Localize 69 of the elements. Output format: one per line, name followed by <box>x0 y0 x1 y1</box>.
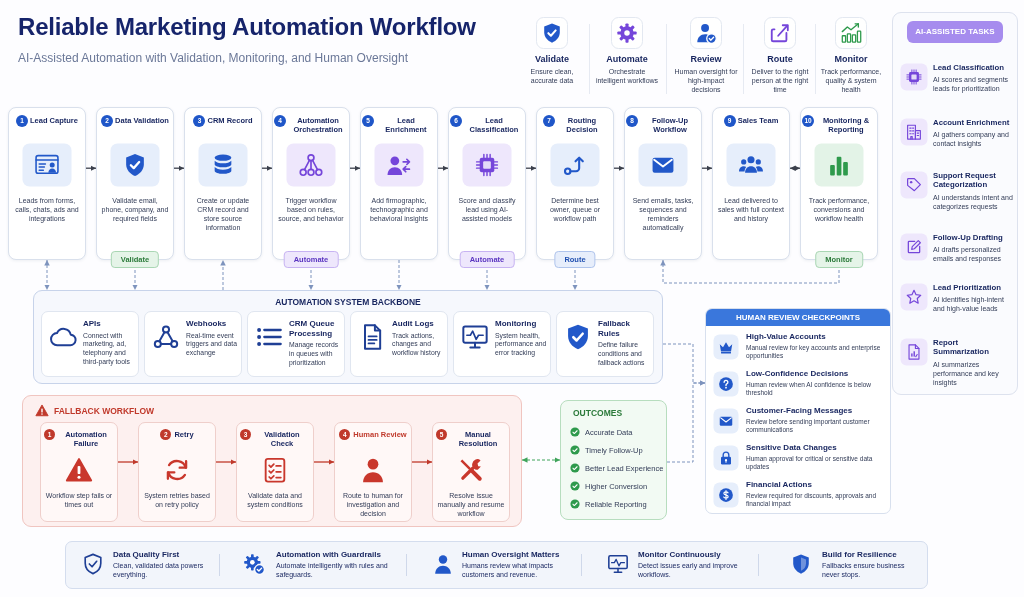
process-card <box>360 107 438 260</box>
component-card <box>41 311 139 377</box>
backbone-panel <box>33 290 663 384</box>
arrow <box>313 459 335 465</box>
arrow <box>349 165 361 171</box>
principle-title: Automation with Guardrails <box>276 550 382 560</box>
dashed-arrow <box>660 259 840 284</box>
checkpoint-title: High-Value Accounts <box>746 332 827 342</box>
component-card <box>453 311 551 377</box>
fallback-step-card <box>236 422 314 522</box>
panel-header: HUMAN REVIEW CHECKPOINTS <box>706 309 890 326</box>
dashed-arrow <box>44 259 50 291</box>
arrow <box>117 459 139 465</box>
fallback-step-card <box>138 422 216 522</box>
fallback-step-card <box>432 422 510 522</box>
ai-tasks-panel <box>892 12 1018 395</box>
process-card <box>712 107 790 260</box>
review-panel <box>705 308 891 514</box>
component-title: APIs <box>83 319 102 329</box>
dashed-arrow <box>666 380 706 463</box>
fallback-step-card <box>334 422 412 522</box>
component-title: Webhooks <box>186 319 228 329</box>
principle-title: Data Quality First <box>113 550 181 560</box>
panel-title: FALLBACK WORKFLOW <box>54 405 155 416</box>
arrow <box>437 165 449 171</box>
stage-name: Route <box>766 54 794 64</box>
stage-name: Monitor <box>833 54 869 64</box>
subtitle: AI-Assisted Automation with Validation, Monitoring, and Human Oversight <box>18 51 408 65</box>
arrow <box>613 165 625 171</box>
principle-title: Monitor Continuously <box>638 550 722 560</box>
component-title: Monitoring <box>495 319 538 329</box>
dashed-arrow <box>521 457 561 463</box>
dashed-arrow <box>396 259 402 291</box>
process-card <box>184 107 262 260</box>
checkpoint-title: Sensitive Data Changes <box>746 443 838 453</box>
component-title: Audit Logs <box>392 319 435 329</box>
component-title: CRM Queue Processing <box>289 319 336 339</box>
component-title: Fallback Rules <box>598 319 631 339</box>
checkpoint-title: Low-Confidence Decisions <box>746 369 850 379</box>
panel-header: AI-ASSISTED TASKS <box>907 21 1003 43</box>
component-card <box>247 311 345 377</box>
arrow <box>701 165 713 171</box>
outcomes-panel <box>560 400 667 520</box>
principle-title: Human Oversight Matters <box>462 550 561 560</box>
checkpoint-title: Customer-Facing Messages <box>746 406 854 416</box>
stage-name: Review <box>689 54 723 64</box>
component-card <box>350 311 448 377</box>
process-card <box>8 107 86 260</box>
stage-name: Automate <box>605 54 649 64</box>
process-card <box>624 107 702 260</box>
fallback-panel <box>22 395 522 527</box>
stage-name: Validate <box>534 54 570 64</box>
component-card <box>556 311 654 377</box>
arrow <box>525 165 537 171</box>
diagram-title: Reliable Marketing Automation Workflow <box>18 13 476 41</box>
fallback-step-card <box>40 422 118 522</box>
arrow <box>173 165 185 171</box>
checkpoint-title: Financial Actions <box>746 480 813 490</box>
component-card <box>144 311 242 377</box>
principles-banner <box>65 541 928 589</box>
arrow <box>789 165 801 171</box>
principle-title: Build for Resilience <box>822 550 898 560</box>
arrow <box>85 165 97 171</box>
arrow <box>215 459 237 465</box>
arrow <box>411 459 433 465</box>
panel-title: AUTOMATION SYSTEM BACKBONE <box>275 297 421 307</box>
panel-title: OUTCOMES <box>573 408 623 418</box>
dashed-arrow <box>220 259 226 291</box>
arrow <box>261 165 273 171</box>
